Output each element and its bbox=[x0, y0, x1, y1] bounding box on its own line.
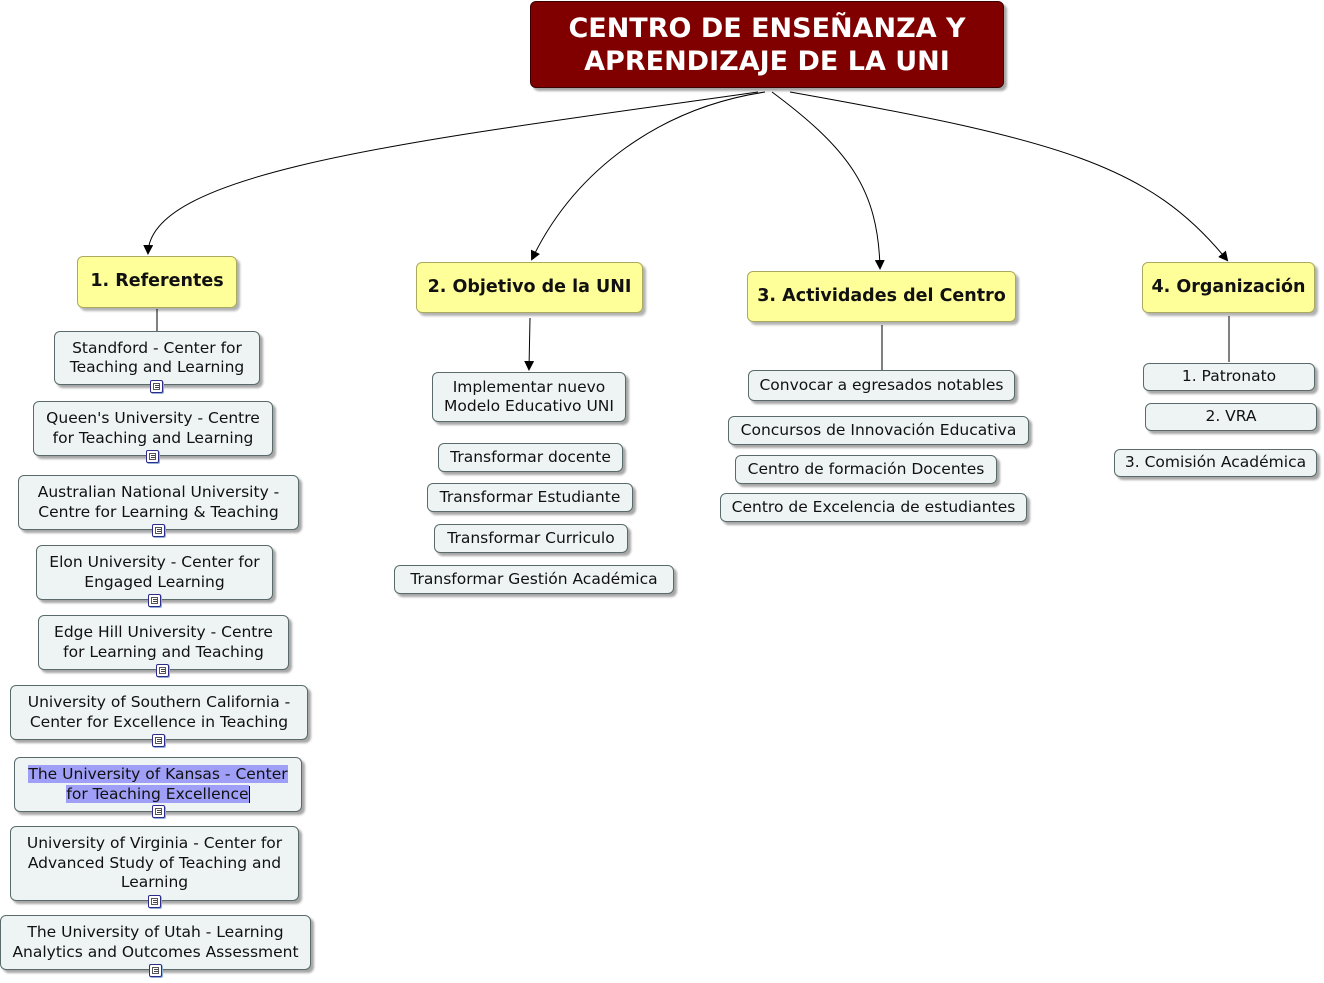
objetivo-item[interactable]: Transformar Curriculo bbox=[434, 524, 628, 553]
note-icon[interactable] bbox=[146, 450, 159, 463]
topic-organizacion[interactable]: 4. Organización bbox=[1142, 262, 1315, 313]
referente-item[interactable]: Edge Hill University - Centre for Learni… bbox=[38, 615, 289, 670]
topic-actividades-label: 3. Actividades del Centro bbox=[757, 285, 1006, 306]
topic-objetivo[interactable]: 2. Objetivo de la UNI bbox=[416, 262, 643, 313]
objetivo-label: Transformar Gestión Académica bbox=[410, 569, 658, 588]
topic-organizacion-label: 4. Organización bbox=[1151, 276, 1306, 297]
note-icon[interactable] bbox=[152, 805, 165, 818]
referente-item-selected[interactable]: The University of Kansas - Center for Te… bbox=[14, 757, 302, 812]
actividad-item[interactable]: Convocar a egresados notables bbox=[748, 370, 1015, 401]
referente-item[interactable]: Standford - Center for Teaching and Lear… bbox=[54, 331, 260, 385]
organizacion-item[interactable]: 1. Patronato bbox=[1143, 363, 1315, 391]
objetivo-label: Transformar Estudiante bbox=[439, 487, 621, 506]
note-icon[interactable] bbox=[148, 895, 161, 908]
referente-item[interactable]: Queen's University - Centre for Teaching… bbox=[33, 401, 273, 456]
actividad-item[interactable]: Concursos de Innovación Educativa bbox=[728, 416, 1029, 445]
objetivo-item[interactable]: Transformar docente bbox=[438, 443, 623, 472]
organizacion-label: 3. Comisión Académica bbox=[1124, 453, 1307, 472]
referente-item[interactable]: Australian National University - Centre … bbox=[18, 475, 299, 530]
referente-label: Queen's University - Centre for Teaching… bbox=[46, 409, 260, 447]
referente-item[interactable]: The University of Utah - Learning Analyt… bbox=[0, 915, 311, 970]
actividad-item[interactable]: Centro de Excelencia de estudiantes bbox=[720, 493, 1027, 522]
actividad-item[interactable]: Centro de formación Docentes bbox=[735, 455, 997, 484]
root-node[interactable]: CENTRO DE ENSEÑANZA Y APRENDIZAJE DE LA … bbox=[530, 1, 1004, 88]
referente-label: The University of Utah - Learning Analyt… bbox=[12, 923, 299, 961]
referente-item[interactable]: University of Virginia - Center for Adva… bbox=[10, 826, 299, 901]
referente-label: University of Virginia - Center for Adva… bbox=[26, 834, 283, 892]
referente-label: University of Southern California - Cent… bbox=[27, 693, 291, 731]
topic-actividades[interactable]: 3. Actividades del Centro bbox=[747, 271, 1016, 322]
note-icon[interactable] bbox=[152, 734, 165, 747]
referente-label: Australian National University - Centre … bbox=[37, 483, 280, 521]
note-icon[interactable] bbox=[150, 380, 163, 393]
objetivo-item[interactable]: Transformar Gestión Académica bbox=[394, 565, 674, 594]
topic-referentes-label: 1. Referentes bbox=[90, 271, 224, 292]
note-icon[interactable] bbox=[152, 524, 165, 537]
objetivo-label: Implementar nuevo Modelo Educativo UNI bbox=[444, 377, 614, 416]
referente-label-selected: The University of Kansas - Center for Te… bbox=[18, 765, 298, 804]
link-actividades bbox=[771, 91, 885, 270]
objetivo-item[interactable]: Transformar Estudiante bbox=[427, 483, 633, 512]
organizacion-item[interactable]: 2. VRA bbox=[1145, 403, 1317, 431]
objetivo-item[interactable]: Implementar nuevo Modelo Educativo UNI bbox=[432, 372, 626, 422]
organizacion-item[interactable]: 3. Comisión Académica bbox=[1114, 449, 1317, 477]
referente-label: Elon University - Center for Engaged Lea… bbox=[49, 553, 260, 591]
note-icon[interactable] bbox=[148, 594, 161, 607]
actividad-label: Centro de formación Docentes bbox=[747, 459, 985, 478]
referente-label: Standford - Center for Teaching and Lear… bbox=[69, 338, 245, 377]
topic-referentes[interactable]: 1. Referentes bbox=[77, 256, 237, 308]
objetivo-label: Transformar Curriculo bbox=[447, 528, 615, 547]
objetivo-label: Transformar docente bbox=[450, 447, 611, 466]
referente-item[interactable]: Elon University - Center for Engaged Lea… bbox=[36, 545, 273, 600]
actividad-label: Concursos de Innovación Educativa bbox=[740, 420, 1017, 439]
text-caret bbox=[248, 785, 250, 803]
link-referentes bbox=[143, 91, 759, 255]
root-title: CENTRO DE ENSEÑANZA Y APRENDIZAJE DE LA … bbox=[568, 12, 966, 77]
organizacion-label: 2. VRA bbox=[1205, 407, 1257, 426]
link-objetivo-children bbox=[524, 317, 535, 371]
referente-item[interactable]: University of Southern California - Cent… bbox=[10, 685, 308, 740]
actividad-label: Convocar a egresados notables bbox=[759, 375, 1004, 394]
referente-label: Edge Hill University - Centre for Learni… bbox=[54, 623, 273, 661]
link-organizacion bbox=[789, 91, 1229, 262]
link-objetivo bbox=[530, 91, 766, 261]
note-icon[interactable] bbox=[149, 964, 162, 977]
note-icon[interactable] bbox=[156, 664, 169, 677]
topic-objetivo-label: 2. Objetivo de la UNI bbox=[427, 276, 632, 297]
actividad-label: Centro de Excelencia de estudiantes bbox=[731, 497, 1016, 516]
organizacion-label: 1. Patronato bbox=[1181, 367, 1277, 386]
